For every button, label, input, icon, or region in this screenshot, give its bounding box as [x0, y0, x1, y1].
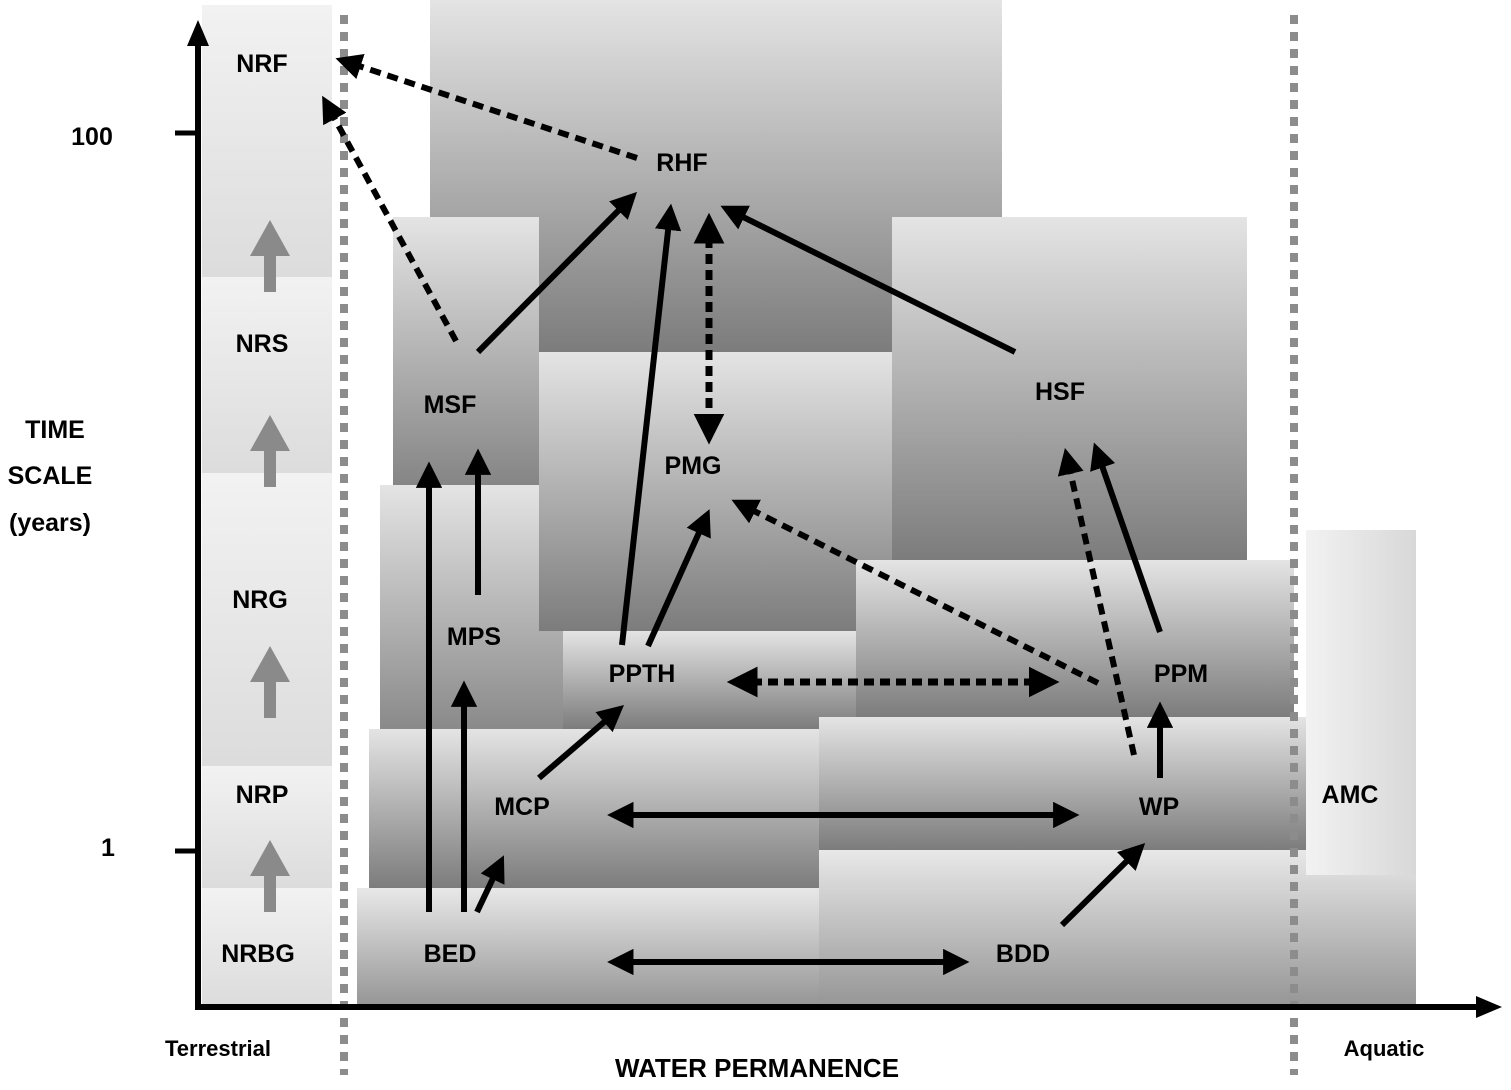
arrow-msf-rhf: [475, 191, 638, 355]
arrow-ppth-rhf: [619, 203, 682, 646]
mcp-box: [369, 729, 819, 888]
x-axis-left-end-label: Terrestrial: [165, 1036, 271, 1061]
node-label-ppth: PPTH: [609, 660, 676, 688]
habitat-boxes: [357, 0, 1416, 1005]
stage-arrow-nrs-nrf: [250, 220, 290, 292]
x-axis-label: WATER PERMANENCE: [615, 1053, 899, 1083]
arrow-ppm-hsf: [1090, 442, 1163, 633]
arrow-msf-nrf: [322, 95, 459, 343]
stage-label-nrf: NRF: [236, 50, 287, 78]
wp-box: [819, 717, 1306, 850]
node-label-wp: WP: [1139, 793, 1179, 821]
terrestrial-stage-labels: NRF NRS NRG NRP NRBG: [221, 50, 295, 968]
transition-arrows: [322, 53, 1174, 976]
node-label-pmg: PMG: [665, 452, 722, 480]
pmg-box: [539, 352, 892, 631]
x-axis-right-end-label: Aquatic: [1344, 1036, 1425, 1061]
y-axis-label-line3: (years): [9, 509, 91, 537]
arrow-mcp-ppth: [537, 704, 625, 781]
stage-label-nrg: NRG: [232, 586, 288, 614]
arrow-ppth-pmg: [645, 509, 711, 648]
bed-box: [357, 888, 819, 1005]
y-axis-label-line2: SCALE: [8, 462, 93, 490]
habitat-node-labels: RHF MSF HSF PMG MPS PPTH PPM MCP WP AMC …: [424, 149, 1379, 968]
ppm-box: [856, 560, 1294, 717]
node-label-mps: MPS: [447, 623, 501, 651]
arrow-ppm-pmg: [731, 499, 1100, 686]
node-label-bed: BED: [424, 940, 477, 968]
node-label-bdd: BDD: [996, 940, 1050, 968]
arrow-hsf-rhf: [720, 205, 1017, 355]
msf-box: [393, 217, 539, 510]
arrow-bdd-wp: [1059, 843, 1146, 928]
divider-lines: [340, 15, 1298, 1075]
ppth-box: [563, 631, 856, 729]
axis-labels: TIME SCALE (years) 100 1 WATER PERMANENC…: [8, 123, 1425, 1083]
tick-label-1: 1: [101, 834, 115, 862]
stage-arrow-nrbg-nrp: [250, 840, 290, 912]
stage-label-nrs: NRS: [236, 330, 289, 358]
hsf-box: [892, 217, 1247, 560]
node-label-rhf: RHF: [656, 149, 707, 177]
stage-arrow-nrp-nrg: [250, 646, 290, 718]
node-label-msf: MSF: [424, 391, 477, 419]
y-axis-label-line1: TIME: [25, 416, 85, 444]
amc-box: [1306, 530, 1416, 875]
axes: [175, 20, 1502, 1018]
node-label-mcp: MCP: [494, 793, 550, 821]
tick-label-100: 100: [71, 123, 113, 151]
stage-label-nrbg: NRBG: [221, 940, 295, 968]
arrow-wp-hsf: [1057, 447, 1137, 756]
x-axis-arrowhead: [1476, 996, 1502, 1018]
y-axis-arrowhead: [187, 20, 209, 46]
arrow-bed-mcp: [474, 855, 505, 914]
stage-arrow-nrg-nrs: [250, 415, 290, 487]
node-label-amc: AMC: [1322, 781, 1379, 809]
terrestrial-stage-column: [202, 5, 332, 1005]
stage-progression-arrows: [250, 220, 290, 912]
stage-label-nrp: NRP: [236, 781, 289, 809]
arrow-rhf-nrf: [335, 53, 638, 161]
node-label-ppm: PPM: [1154, 660, 1208, 688]
bdd-box: [819, 850, 1416, 1005]
node-label-hsf: HSF: [1035, 378, 1085, 406]
